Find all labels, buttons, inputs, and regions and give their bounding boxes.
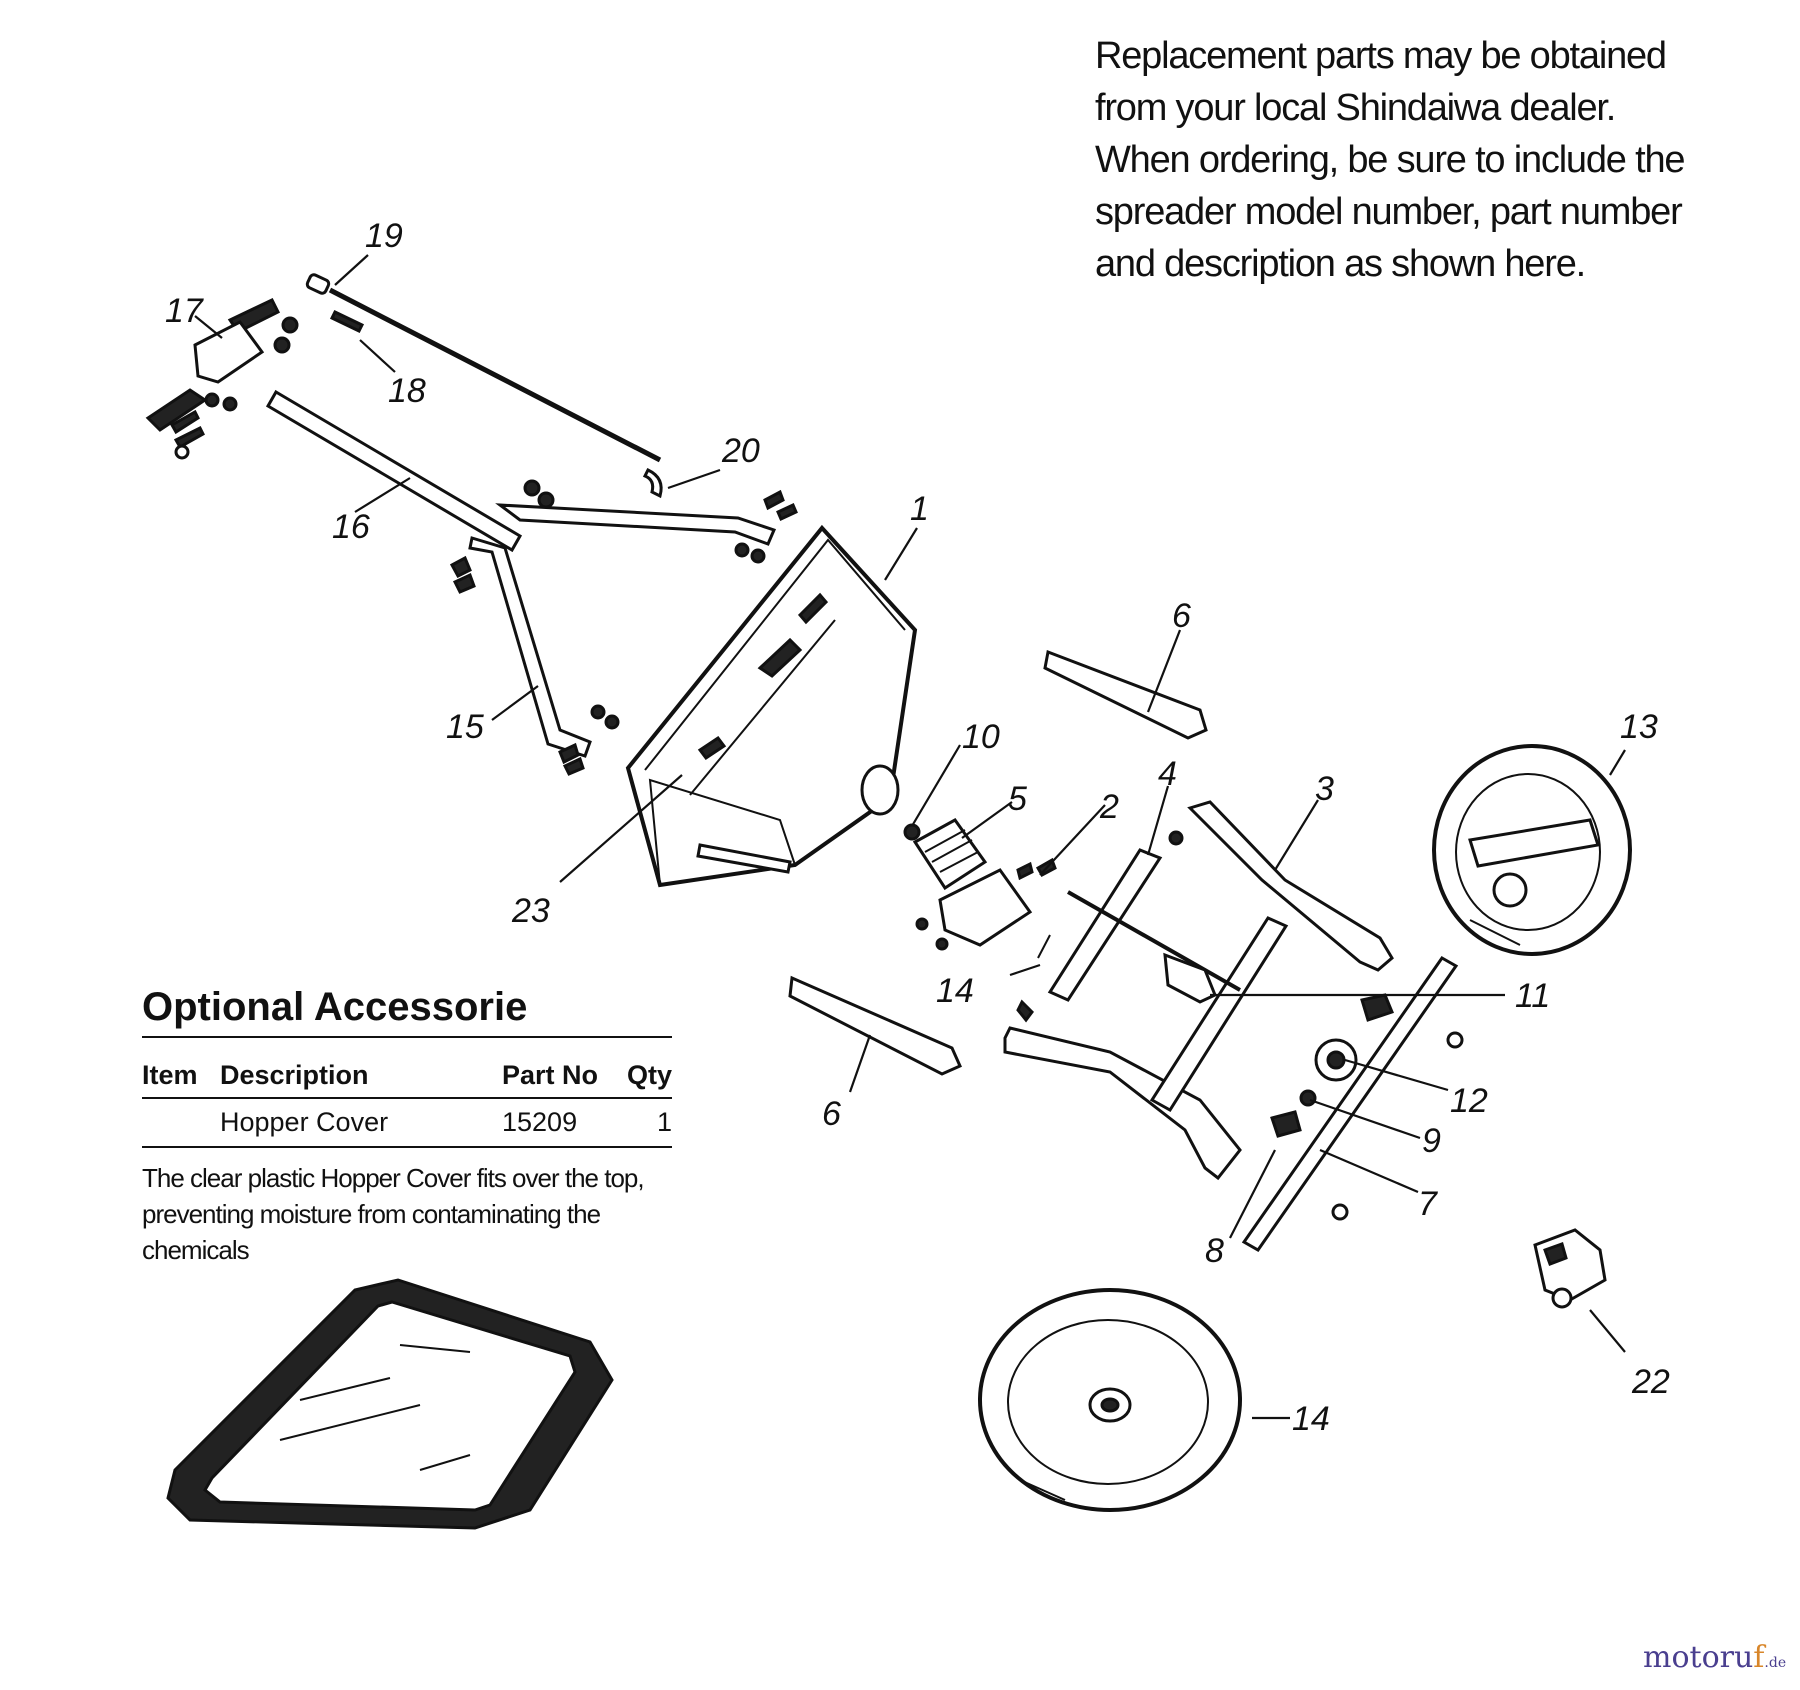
note-line: When ordering, be sure to include the bbox=[1095, 139, 1686, 181]
callout-7: 7 bbox=[1418, 1185, 1438, 1223]
callout-18: 17 bbox=[165, 292, 204, 330]
header-description: Description bbox=[220, 1038, 502, 1099]
replacement-parts-note: Replacement parts may be obtained from y… bbox=[1095, 30, 1735, 290]
watermark-accent: f bbox=[1753, 1640, 1765, 1675]
callout-3: 5 bbox=[1008, 780, 1027, 818]
note-line: and description as shown here. bbox=[1095, 243, 1586, 285]
callout-16: 15 bbox=[446, 708, 484, 746]
hopper-cover-accessory-image bbox=[166, 1278, 614, 1530]
lower-handle-bar-part bbox=[449, 536, 620, 776]
cell-part-no: 15209 bbox=[502, 1098, 622, 1148]
callout-17: 16 bbox=[332, 508, 370, 546]
callout-4: 4 bbox=[1158, 755, 1177, 793]
optional-accessories-section: Optional Accessorie Item Description Par… bbox=[142, 985, 672, 1268]
upper-handle-bar-part bbox=[265, 389, 798, 564]
callout-21: 20 bbox=[721, 432, 760, 470]
header-item: Item bbox=[142, 1038, 220, 1099]
header-part-no: Part No bbox=[502, 1038, 622, 1099]
callout-12: 11 bbox=[1515, 977, 1550, 1015]
callout-19: 18 bbox=[388, 372, 426, 410]
callout-1: 1 bbox=[910, 490, 929, 528]
accessories-title: Optional Accessorie bbox=[142, 985, 672, 1038]
note-line: from your local Shindaiwa dealer. bbox=[1095, 87, 1616, 129]
callout-23: 23 bbox=[511, 892, 550, 930]
callout-6-upper: 6 bbox=[1172, 597, 1191, 635]
callout-11: 12 bbox=[1450, 1082, 1488, 1120]
table-row: Hopper Cover 15209 1 bbox=[142, 1098, 672, 1148]
gear-cover-part bbox=[1533, 1228, 1607, 1309]
callout-20: 19 bbox=[365, 217, 403, 255]
callout-22: 22 bbox=[1631, 1363, 1670, 1401]
accessory-description: The clear plastic Hopper Cover fits over… bbox=[142, 1163, 645, 1265]
callout-10: 10 bbox=[962, 718, 1000, 756]
side-rail-part-upper bbox=[1043, 649, 1208, 740]
callout-6-lower: 6 bbox=[822, 1095, 841, 1133]
cell-item bbox=[142, 1098, 220, 1148]
callout-8: 9 bbox=[1422, 1122, 1441, 1160]
callout-9: 8 bbox=[1205, 1232, 1224, 1270]
watermark-brand: motoruf bbox=[1643, 1640, 1765, 1675]
gate-and-agitator-parts bbox=[903, 818, 1057, 951]
callout-5: 3 bbox=[1315, 770, 1334, 808]
header-qty: Qty bbox=[622, 1038, 672, 1099]
cell-qty: 1 bbox=[622, 1098, 672, 1148]
callout-14: 13 bbox=[1620, 708, 1658, 746]
side-rail-part-lower bbox=[788, 975, 962, 1076]
note-line: Replacement parts may be obtained bbox=[1095, 35, 1667, 77]
hopper-part bbox=[625, 524, 918, 888]
wheel-part-15 bbox=[978, 1288, 1242, 1512]
frame-part bbox=[1003, 800, 1394, 1181]
callout-15: 14 bbox=[1292, 1400, 1330, 1438]
table-header-row: Item Description Part No Qty bbox=[142, 1038, 672, 1099]
agitator-shaft-part bbox=[1016, 830, 1241, 1023]
callout-leader-lines bbox=[194, 254, 1626, 1420]
callout-numbers: 19 17 18 20 16 1 15 23 10 5 2 4 3 6 13 1… bbox=[165, 217, 1670, 1438]
control-cable-part bbox=[305, 273, 663, 499]
callout-2: 2 bbox=[1099, 788, 1119, 826]
axle-part bbox=[1241, 956, 1464, 1252]
watermark-suffix: .de bbox=[1764, 1655, 1787, 1671]
callout-13: 14 bbox=[936, 972, 974, 1010]
cell-description: Hopper Cover bbox=[220, 1098, 502, 1148]
handle-grip-part bbox=[145, 298, 299, 460]
wheel-part-14 bbox=[1432, 744, 1632, 956]
watermark-logo: motoruf.de bbox=[1643, 1640, 1786, 1675]
accessories-table: Item Description Part No Qty Hopper Cove… bbox=[142, 1038, 672, 1148]
note-line: spreader model number, part number bbox=[1095, 191, 1683, 233]
